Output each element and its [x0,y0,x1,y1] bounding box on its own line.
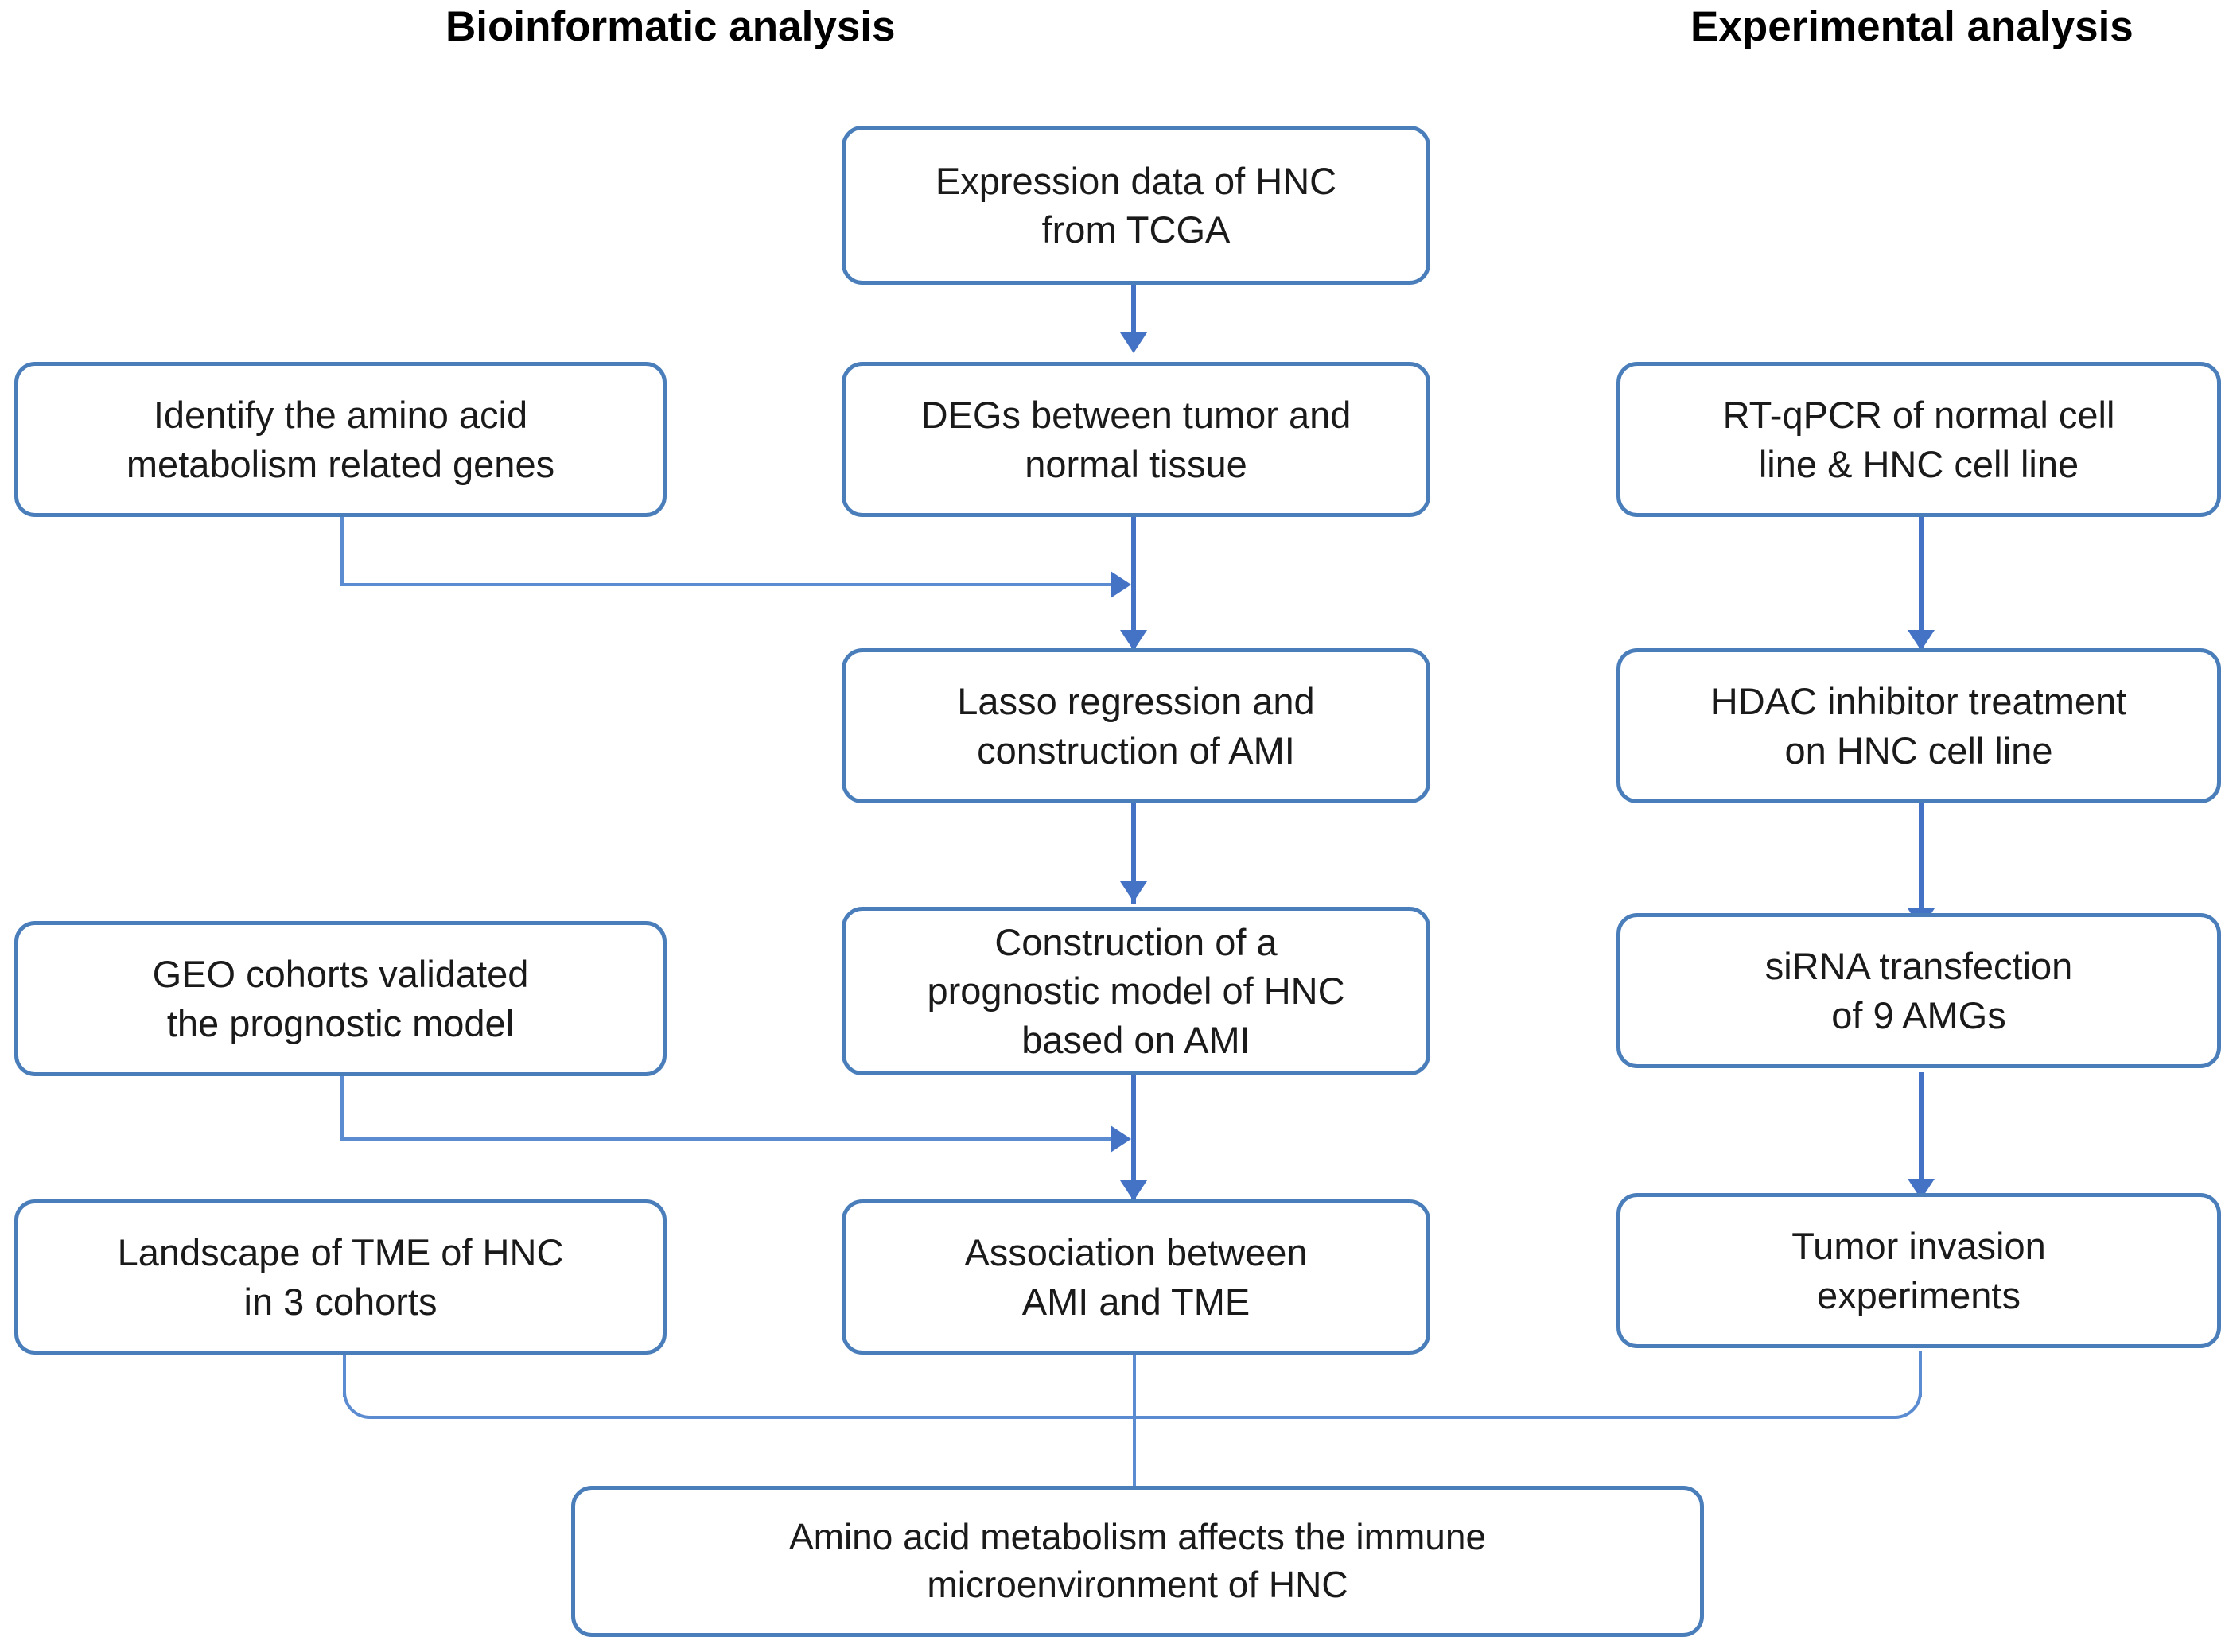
connector-bus-left [374,1416,1134,1419]
arrowhead-expression-to-degs [1120,332,1147,353]
connector-bus-right [1134,1416,1889,1419]
node-expression-data-label: Expression data of HNC from TCGA [935,159,1337,251]
elbow-right-merge [1887,1384,1922,1419]
node-identify-amg-label: Identify the amino acid metabolism relat… [126,394,555,485]
arrowhead-prognostic-to-association [1120,1180,1147,1201]
node-tme-landscape-label: Landscape of TME of HNC in 3 cohorts [117,1231,564,1323]
node-degs-label: DEGs between tumor and normal tissue [920,394,1352,485]
node-tme-landscape[interactable]: Landscape of TME of HNC in 3 cohorts [14,1199,667,1355]
connector-association-drop [1133,1351,1136,1417]
node-lasso-regression[interactable]: Lasso regression and construction of AMI [842,648,1430,803]
connector-tme-landscape-drop [343,1351,346,1397]
connector-geo-cohorts-run [340,1137,1112,1141]
node-tumor-invasion[interactable]: Tumor invasion experiments [1616,1193,2221,1348]
connector-rtqpcr-to-hdac [1919,515,1924,651]
arrowhead-degs-to-lasso [1120,630,1147,651]
connector-sirna-to-invasion [1919,1072,1924,1199]
connector-tumor-invasion-drop [1919,1351,1922,1397]
arrowhead-geo-cohorts [1111,1125,1131,1153]
node-tumor-invasion-label: Tumor invasion experiments [1791,1225,2046,1316]
node-degs[interactable]: DEGs between tumor and normal tissue [842,362,1430,517]
node-prognostic-model[interactable]: Construction of a prognostic model of HN… [842,907,1430,1075]
arrowhead-rtqpcr-to-hdac [1908,630,1935,651]
connector-identify-amg-run [340,583,1112,586]
column-header-bioinformatic: Bioinformatic analysis [445,3,896,50]
node-lasso-regression-label: Lasso regression and construction of AMI [957,680,1315,772]
column-header-experimental: Experimental analysis [1690,3,2134,50]
node-hdac-inhibitor-label: HDAC inhibitor treatment on HNC cell lin… [1710,680,2127,772]
connector-geo-cohorts-drop [340,1072,344,1141]
node-sirna-transfection-label: siRNA transfection of 9 AMGs [1764,945,2073,1036]
node-geo-cohorts[interactable]: GEO cohorts validated the prognostic mod… [14,921,667,1076]
connector-prognostic-to-association [1131,1072,1136,1201]
connector-bus-to-conclusion [1133,1416,1136,1492]
node-conclusion-label: Amino acid metabolism affects the immune… [788,1516,1487,1605]
node-association-ami-tme-label: Association between AMI and TME [964,1231,1308,1323]
connector-identify-amg-drop [340,515,344,586]
connector-hdac-to-sirna [1919,802,1924,929]
node-hdac-inhibitor[interactable]: HDAC inhibitor treatment on HNC cell lin… [1616,648,2221,803]
connector-lasso-to-prognostic [1131,802,1136,904]
node-identify-amg[interactable]: Identify the amino acid metabolism relat… [14,362,667,517]
node-expression-data[interactable]: Expression data of HNC from TCGA [842,126,1430,285]
arrowhead-identify-amg [1111,571,1131,598]
arrowhead-lasso-to-prognostic [1120,881,1147,902]
node-rt-qpcr-label: RT-qPCR of normal cell line & HNC cell l… [1722,394,2115,485]
connector-expression-to-degs [1131,285,1136,342]
node-conclusion[interactable]: Amino acid metabolism affects the immune… [571,1486,1704,1637]
node-prognostic-model-label: Construction of a prognostic model of HN… [927,921,1345,1061]
node-rt-qpcr[interactable]: RT-qPCR of normal cell line & HNC cell l… [1616,362,2221,517]
node-geo-cohorts-label: GEO cohorts validated the prognostic mod… [152,953,529,1044]
connector-degs-to-lasso [1131,515,1136,651]
node-sirna-transfection[interactable]: siRNA transfection of 9 AMGs [1616,913,2221,1068]
elbow-left-merge [343,1384,378,1419]
node-association-ami-tme[interactable]: Association between AMI and TME [842,1199,1430,1355]
